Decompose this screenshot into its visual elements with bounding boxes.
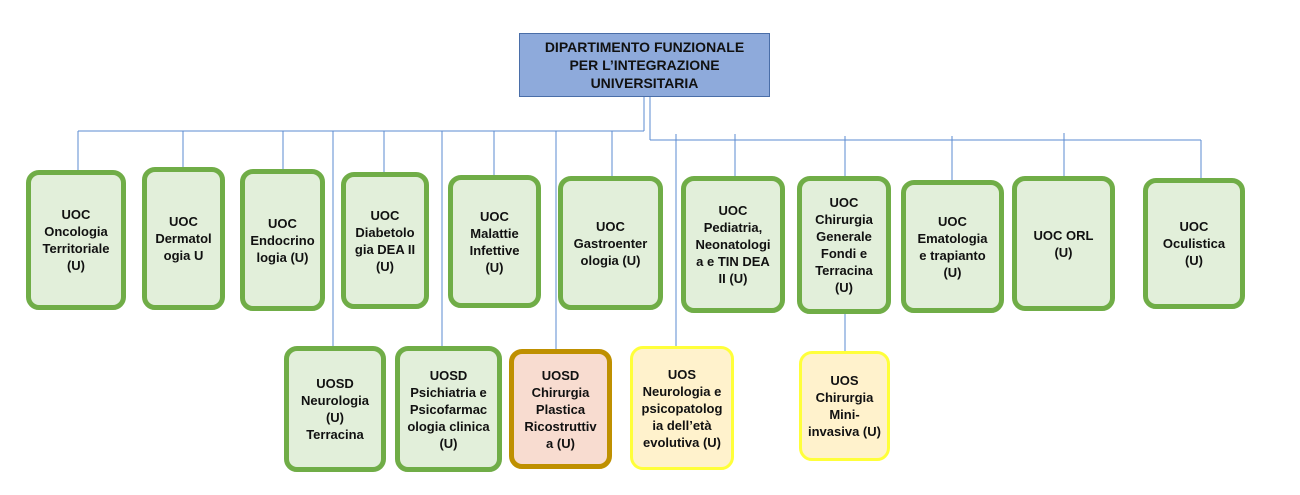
department-title: DIPARTIMENTO FUNZIONALE PER L’INTEGRAZIO…	[544, 39, 745, 91]
uoc-gastroenterologia: UOC Gastroenter ologia (U)	[558, 176, 663, 310]
uoc-chirurgia-generale: UOC Chirurgia Generale Fondi e Terracina…	[797, 176, 891, 314]
uoc-ematologia: UOC Ematologia e trapianto (U)	[901, 180, 1004, 313]
uosd-psichiatria-psicofarmacologia: UOSD Psichiatria e Psicofarmac ologia cl…	[395, 346, 502, 472]
department-root-box: DIPARTIMENTO FUNZIONALE PER L’INTEGRAZIO…	[519, 33, 770, 97]
uoc-oculistica: UOC Oculistica (U)	[1143, 178, 1245, 309]
uoc-endocrinologia: UOC Endocrino logia (U)	[240, 169, 325, 311]
uoc-diabetologia: UOC Diabetolo gia DEA II (U)	[341, 172, 429, 309]
uoc-oncologia-territoriale: UOC Oncologia Territoriale (U)	[26, 170, 126, 310]
uos-neurologia-psicopatologia-evolutiva: UOS Neurologia e psicopatolog ia dell’et…	[630, 346, 734, 470]
uoc-malattie-infettive: UOC Malattie Infettive (U)	[448, 175, 541, 308]
uoc-orl: UOC ORL (U)	[1012, 176, 1115, 311]
uos-chirurgia-mini-invasiva: UOS Chirurgia Mini- invasiva (U)	[799, 351, 890, 461]
uoc-dermatologia: UOC Dermatol ogia U	[142, 167, 225, 310]
uosd-neurologia-terracina: UOSD Neurologia (U) Terracina	[284, 346, 386, 472]
uosd-chirurgia-plastica: UOSD Chirurgia Plastica Ricostruttiv a (…	[509, 349, 612, 469]
uoc-pediatria-neonatologia: UOC Pediatria, Neonatologi a e TIN DEA I…	[681, 176, 785, 313]
